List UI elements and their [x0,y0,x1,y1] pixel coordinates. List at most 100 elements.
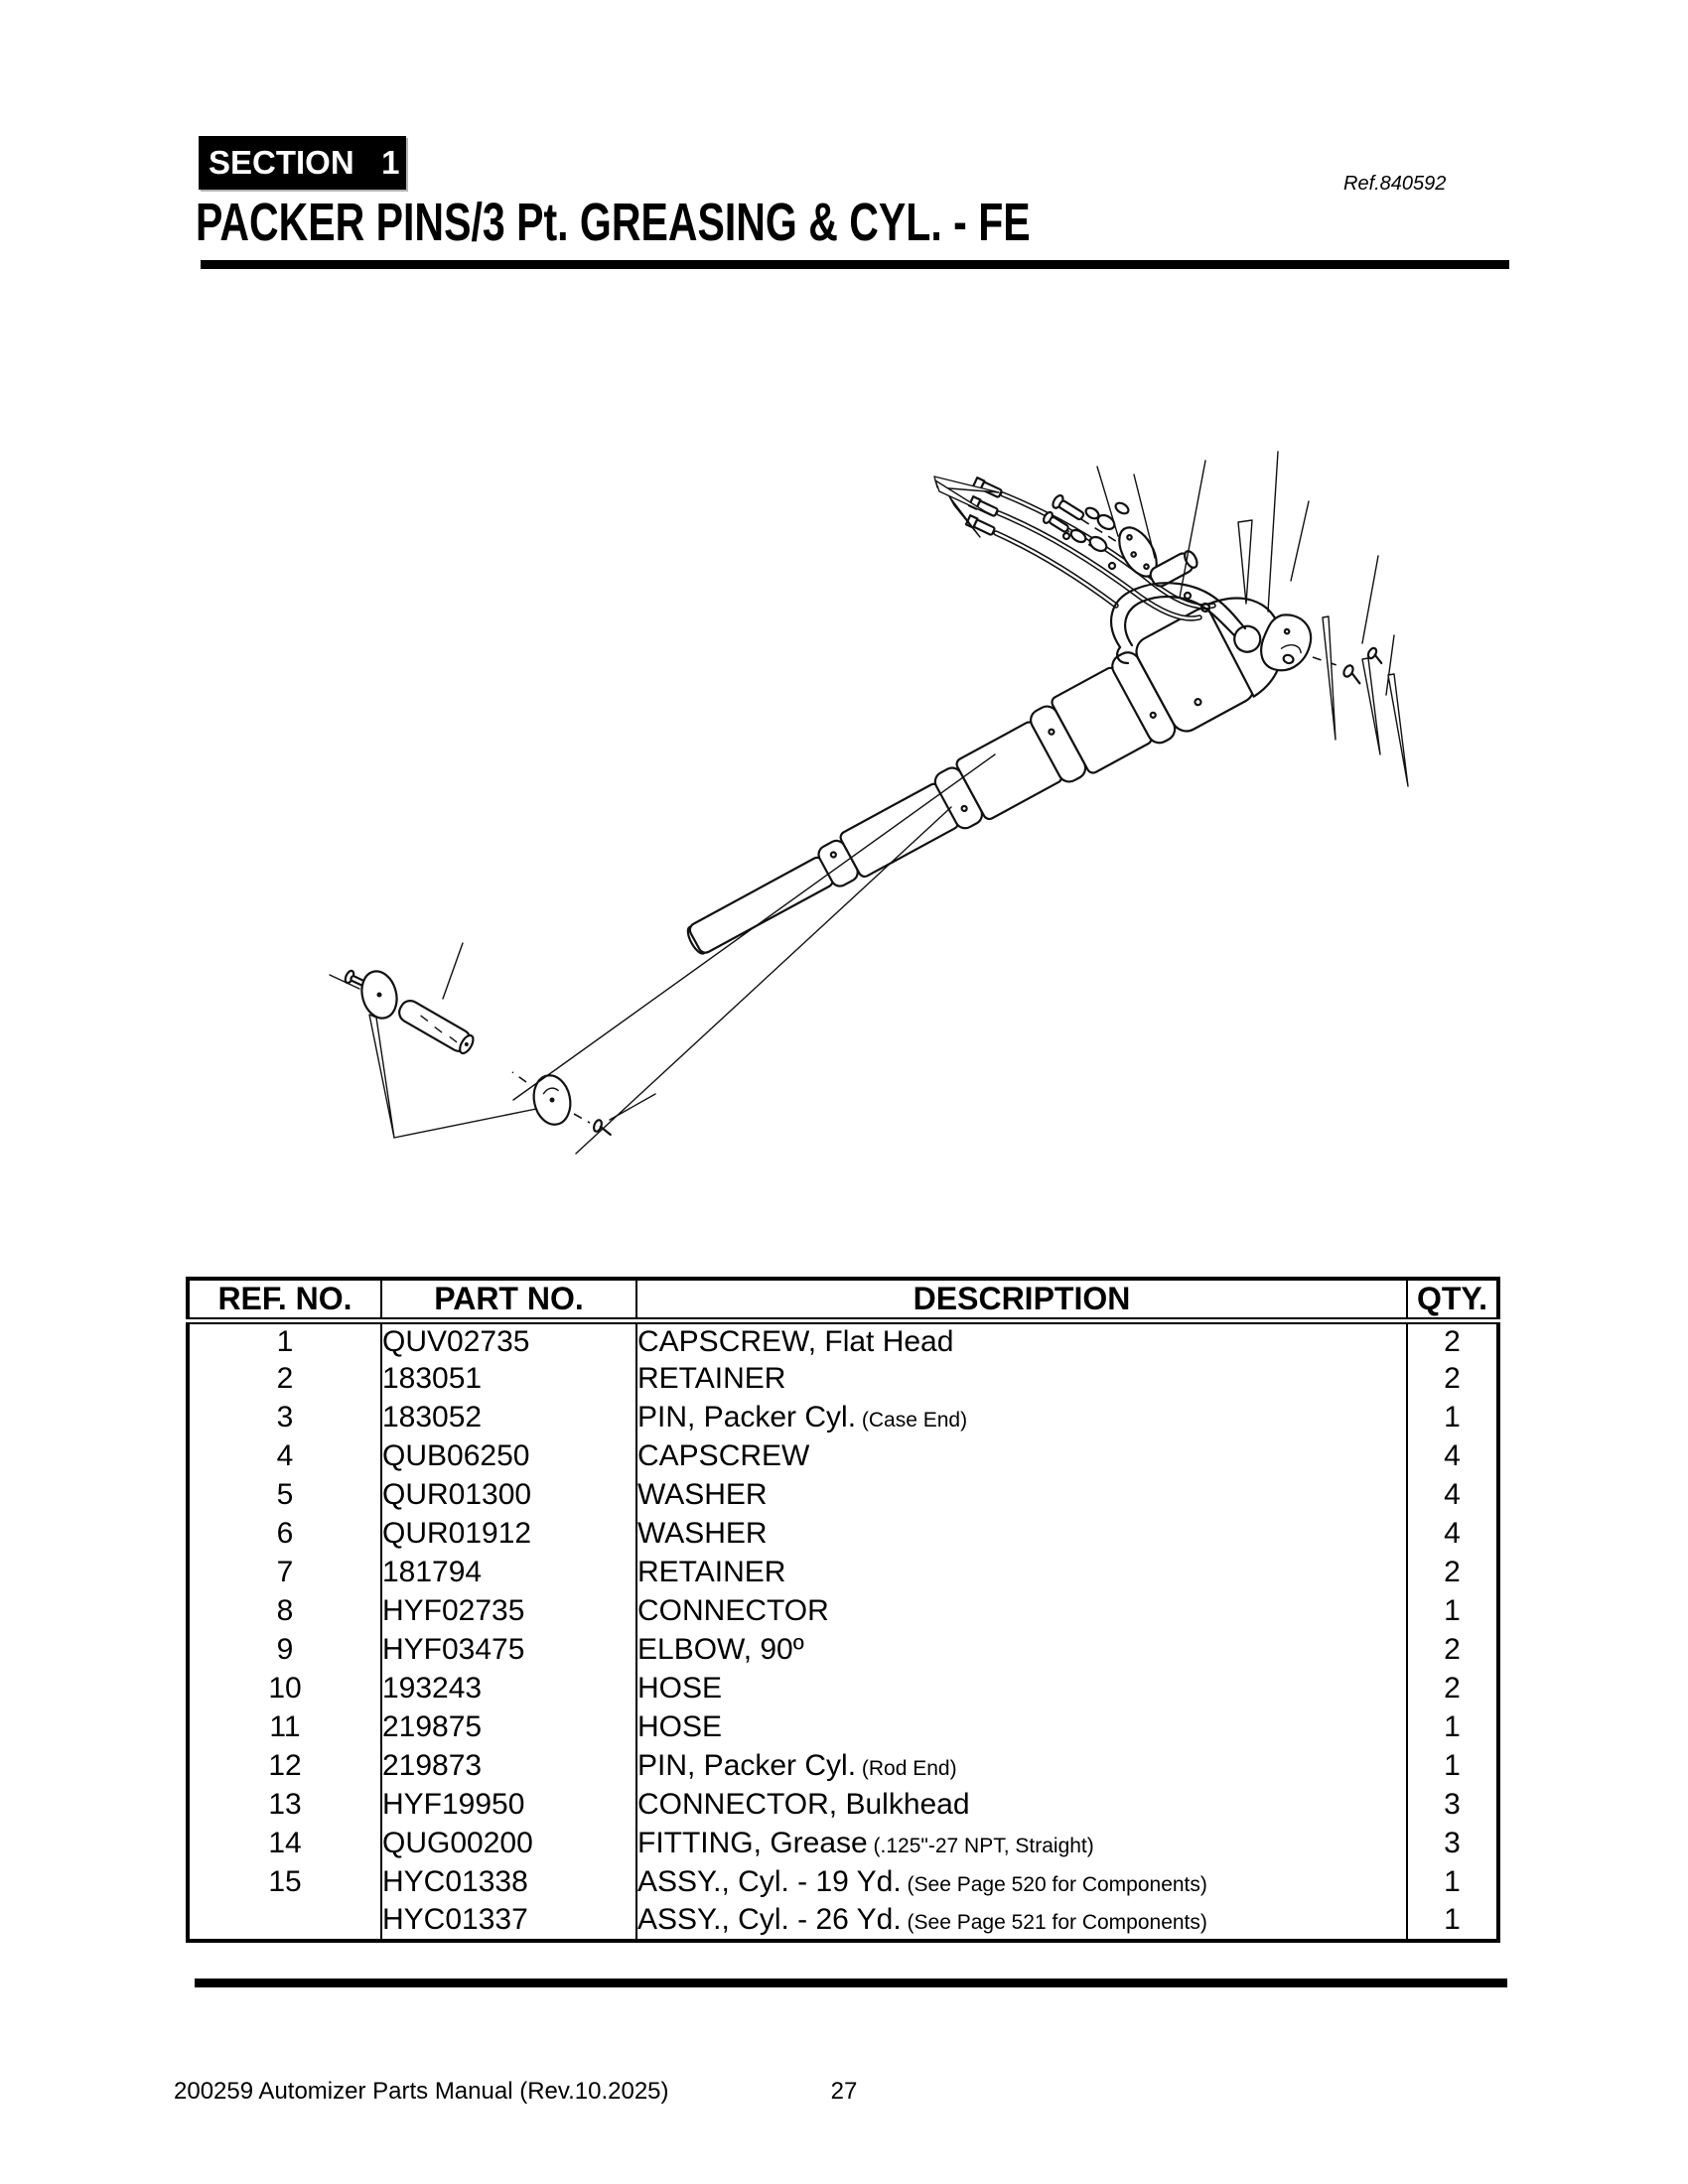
part-no-cell: HYC01338 [380,1862,636,1902]
description-note: (.125"-27 NPT, Straight) [867,1835,1094,1857]
part-no-cell: 219873 [380,1746,636,1786]
part-no-cell: 193243 [380,1669,636,1708]
description-note: (Case End) [856,1409,968,1432]
footer-page-number: 27 [830,2078,858,2105]
description-text: ELBOW, 90º [637,1633,804,1666]
column-header-part-no: PART NO. [380,1279,636,1324]
part-no-cell: QUV02735 [380,1320,636,1360]
ref-no-cell: 10 [268,1672,302,1705]
description-cell: RETAINER [635,1359,1407,1399]
ref-no-cell: 6 [276,1517,294,1550]
description-text: CONNECTOR, Bulkhead [637,1788,970,1821]
reference-number: Ref.840592 [1343,173,1447,195]
part-no-cell: 219875 [380,1707,636,1747]
description-text: PIN, Packer Cyl. [637,1749,857,1782]
description-cell: HOSE [635,1669,1407,1708]
column-header-ref-no: REF. NO. [188,1279,381,1324]
qty-cell: 2 [1406,1630,1498,1670]
description-cell: HOSE [635,1707,1407,1747]
ref-no-cell: 7 [276,1556,294,1588]
qty-cell: 4 [1406,1475,1498,1515]
description-text: CONNECTOR [637,1594,829,1627]
description-cell: RETAINER [635,1553,1407,1592]
ref-no-cell: 12 [268,1749,302,1782]
description-note: (Rod End) [856,1757,957,1780]
description-text: RETAINER [637,1556,786,1588]
description-cell: CAPSCREW [635,1436,1407,1476]
page-title: PACKER PINS/3 Pt. GREASING & CYL. - FE [196,193,1031,252]
description-text: RETAINER [637,1362,786,1395]
ref-no-cell: 9 [276,1633,294,1666]
title-rule [201,260,1509,269]
description-cell: ELBOW, 90º [635,1630,1407,1670]
qty-cell: 2 [1406,1320,1498,1360]
description-cell: CONNECTOR [635,1591,1407,1631]
description-note: (See Page 521 for Components) [901,1911,1207,1934]
ref-no-cell: 5 [276,1478,294,1511]
description-text: CAPSCREW, Flat Head [637,1324,954,1358]
qty-cell: 3 [1406,1785,1498,1825]
ref-no-cell [188,1902,381,1941]
clevis-eye [1233,624,1262,653]
ref-no-cell: 14 [268,1827,302,1859]
description-cell: FITTING, Grease (.125"-27 NPT, Straight) [635,1824,1407,1863]
capscrew-right [1366,646,1383,665]
description-cell: ASSY., Cyl. - 19 Yd. (See Page 520 for C… [635,1862,1407,1902]
description-text: FITTING, Grease [637,1827,868,1859]
qty-cell: 1 [1406,1707,1498,1747]
ref-no-cell: 11 [269,1710,301,1743]
qty-cell: 1 [1406,1398,1498,1437]
part-no-cell: HYF02735 [380,1591,636,1631]
gooseneck-guard [1110,582,1247,665]
section-badge-label: SECTION 1 [209,144,400,181]
retainer-disc [360,970,398,1020]
ref-no-cell: 2 [276,1362,294,1395]
description-text: HOSE [637,1672,723,1705]
footer-manual-title: 200259 Automizer Parts Manual (Rev.10.20… [174,2078,669,2105]
packer-pin [398,1000,475,1055]
qty-cell: 2 [1406,1669,1498,1708]
qty-cell: 3 [1406,1824,1498,1863]
description-cell: CAPSCREW, Flat Head [635,1320,1407,1360]
description-text: ASSY., Cyl. - 26 Yd. [637,1903,902,1936]
qty-cell: 1 [1406,1591,1498,1631]
leader-lines-top [1096,451,1310,613]
part-no-cell: HYF03475 [380,1630,636,1670]
ref-no-cell: 3 [276,1401,294,1433]
description-text: WASHER [637,1517,768,1550]
part-no-cell: QUG00200 [380,1824,636,1863]
qty-cell: 4 [1406,1436,1498,1476]
description-text: CAPSCREW [637,1439,810,1472]
description-note: (See Page 520 for Components) [901,1873,1207,1896]
pin-group-bottom-left [329,753,996,1155]
capscrew-right [1342,664,1361,685]
ref-no-cell: 8 [276,1594,294,1627]
part-no-cell: QUR01912 [380,1514,636,1554]
description-cell: PIN, Packer Cyl. (Rod End) [635,1746,1407,1786]
description-cell: ASSY., Cyl. - 26 Yd. (See Page 521 for C… [635,1901,1407,1941]
telescoping-cylinder [686,597,1284,955]
qty-cell: 2 [1406,1553,1498,1592]
retainer-disc [532,1074,572,1126]
ref-no-cell: 1 [276,1324,294,1358]
description-cell: CONNECTOR, Bulkhead [635,1785,1407,1825]
description-text: WASHER [637,1478,768,1511]
column-header-description: DESCRIPTION [635,1279,1407,1324]
description-cell: PIN, Packer Cyl. (Case End) [635,1398,1407,1437]
qty-cell: 1 [1406,1746,1498,1786]
